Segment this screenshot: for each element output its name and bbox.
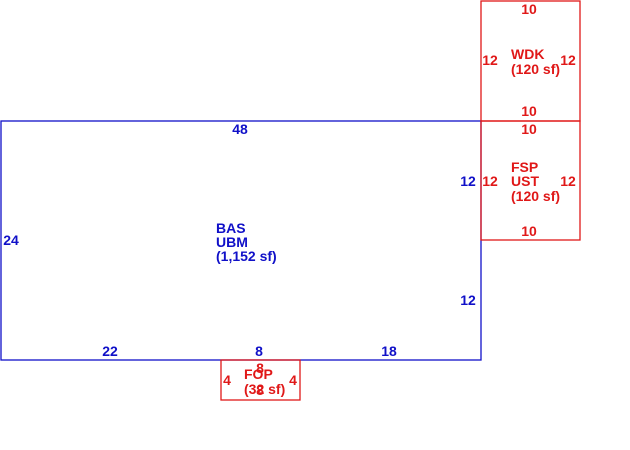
- fsp-dim-top: 10: [521, 121, 537, 137]
- wdk-dim-top: 10: [521, 1, 537, 17]
- bas-dim-right-upper: 12: [460, 173, 476, 189]
- fsp-dimensions: 10 10 12 12: [482, 121, 576, 239]
- wdk-dim-bottom: 10: [521, 103, 537, 119]
- fsp-type-label: UST: [511, 173, 539, 189]
- bas-area-label: (1,152 sf): [216, 248, 277, 264]
- fsp-area-label: (120 sf): [511, 188, 560, 204]
- fop-outline: [220, 359, 301, 401]
- fop-code-label: FOP: [244, 366, 273, 382]
- fsp-dim-left: 12: [482, 173, 498, 189]
- fop-area-label: (32 sf): [244, 381, 285, 397]
- fsp-dim-right: 12: [560, 173, 576, 189]
- bas-type-label: UBM: [216, 234, 248, 250]
- wdk-dim-right: 12: [560, 52, 576, 68]
- fop-dim-right: 4: [289, 372, 297, 388]
- fsp-code-label: FSP: [511, 159, 538, 175]
- bas-dim-right-lower: 12: [460, 292, 476, 308]
- bas-dim-left: 24: [3, 232, 19, 248]
- fsp-dim-bottom: 10: [521, 223, 537, 239]
- bas-dim-bottom-right: 18: [381, 343, 397, 359]
- wdk-area-label: (120 sf): [511, 61, 560, 77]
- bas-label: BAS UBM (1,152 sf): [216, 220, 277, 264]
- wdk-dimensions: 10 10 12 12: [482, 1, 576, 119]
- fop-dim-left: 4: [223, 372, 231, 388]
- fsp-label: FSP UST (120 sf): [511, 159, 560, 204]
- fop-dim-top: 8: [256, 360, 264, 376]
- wdk-label: WDK (120 sf): [511, 46, 560, 77]
- bas-code-label: BAS: [216, 220, 246, 236]
- fop-label: FOP (32 sf): [244, 366, 285, 397]
- wdk-code-label: WDK: [511, 46, 544, 62]
- bas-dim-bottom-mid: 8: [255, 343, 263, 359]
- fop-dimensions: 8 8 4 4: [223, 360, 297, 398]
- bas-dim-bottom-left: 22: [102, 343, 118, 359]
- fop-dim-bottom: 8: [256, 382, 264, 398]
- fsp-outline: [480, 120, 581, 241]
- bas-dim-top: 48: [232, 121, 248, 137]
- bas-dimensions: 48 24 12 12 22 8 18: [3, 121, 476, 359]
- wdk-dim-left: 12: [482, 52, 498, 68]
